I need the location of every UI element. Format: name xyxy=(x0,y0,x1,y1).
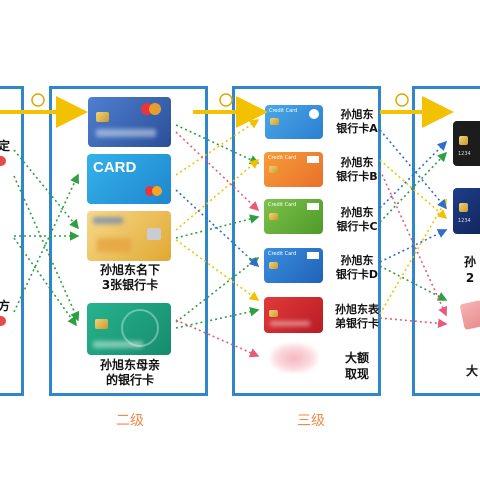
dark-card-2: 1234 xyxy=(453,188,480,234)
globe-icon xyxy=(121,309,159,347)
panel1-red-dot xyxy=(0,156,6,166)
panel-level1 xyxy=(0,86,24,396)
dark-card-1: 1234 xyxy=(453,121,480,166)
card-chip-icon-a xyxy=(270,118,279,125)
credit-card-b-text: Credit Card xyxy=(268,155,297,161)
card-blur-gold xyxy=(93,217,123,224)
label-card-b: 孙旭东 银行卡B xyxy=(336,156,378,183)
card-blur-e xyxy=(270,321,310,326)
panel1-label-bottom: 方 xyxy=(0,299,10,313)
level3-label: 三级 xyxy=(297,413,325,429)
card-chip-icon xyxy=(96,112,109,122)
header-arrow-1 xyxy=(0,93,88,128)
card-chip-icon-e xyxy=(269,310,278,317)
card-blur-gold-2 xyxy=(97,238,131,252)
panel1-label-top: 定 xyxy=(0,139,10,153)
pink-arrows xyxy=(175,131,448,358)
card-logo-icon xyxy=(309,109,319,119)
card-chip-icon-dark2 xyxy=(459,203,468,212)
credit-card-c: Credit Card xyxy=(264,199,323,234)
bank-card-lightblue: CARD xyxy=(87,154,171,204)
label-card-e: 孙旭东表 弟银行卡 xyxy=(335,303,379,330)
label-3-cards: 孙旭东名下 3张银行卡 xyxy=(99,263,160,292)
green-arrows xyxy=(13,124,448,329)
card-chip-icon-gold xyxy=(147,228,161,240)
card-chip-icon-green xyxy=(95,319,108,329)
blue-arrows xyxy=(175,129,448,268)
credit-card-d-text: Credit Card xyxy=(268,251,297,257)
header-arrow-2 xyxy=(193,93,268,128)
credit-card-a: Credit Card xyxy=(265,105,323,139)
label-mother-card: 孙旭东母亲 的银行卡 xyxy=(99,358,160,387)
credit-card-b: Credit Card xyxy=(264,152,323,187)
header-arrow-3 xyxy=(380,93,454,128)
card-chip-icon-dark1 xyxy=(459,136,468,145)
label-card-c: 孙旭东 银行卡C xyxy=(336,206,378,233)
card-logo-icon-d xyxy=(307,252,319,259)
card-chip-icon-d xyxy=(269,262,278,269)
card-number-1: 1234 xyxy=(458,151,471,157)
card-chip-icon-b xyxy=(269,166,278,173)
mastercard-icon-2 xyxy=(145,186,163,196)
bank-card-green xyxy=(87,303,171,355)
card-chip-icon-c xyxy=(269,213,278,220)
card-text-label: CARD xyxy=(93,159,137,176)
card-number-2: 1234 xyxy=(458,218,471,224)
panel1-red-dot-2 xyxy=(0,316,6,326)
label-cash: 大额 取现 xyxy=(344,351,369,381)
yellow-arrows xyxy=(175,119,448,315)
credit-card-d: Credit Card xyxy=(264,248,323,283)
credit-card-e xyxy=(264,297,323,333)
mastercard-icon xyxy=(141,103,163,115)
card-blur xyxy=(96,129,156,137)
label-card-d: 孙旭东 银行卡D xyxy=(335,254,379,281)
panel4-label-b: 大 xyxy=(465,364,478,378)
level2-label: 二级 xyxy=(116,413,144,429)
credit-card-c-text: Credit Card xyxy=(268,202,297,208)
cash-icon xyxy=(270,343,318,373)
panel4-label-a2: 2 xyxy=(465,271,475,285)
bank-card-blue xyxy=(88,97,171,147)
card-logo-icon-c xyxy=(307,203,319,210)
card-blur-green xyxy=(93,341,143,348)
credit-card-a-text: Credit Card xyxy=(269,108,298,114)
panel4-label-a: 孙 xyxy=(463,255,476,269)
bank-card-gold xyxy=(87,211,171,261)
card-logo-icon-b xyxy=(307,156,319,163)
label-card-a: 孙旭东 银行卡A xyxy=(336,108,378,135)
